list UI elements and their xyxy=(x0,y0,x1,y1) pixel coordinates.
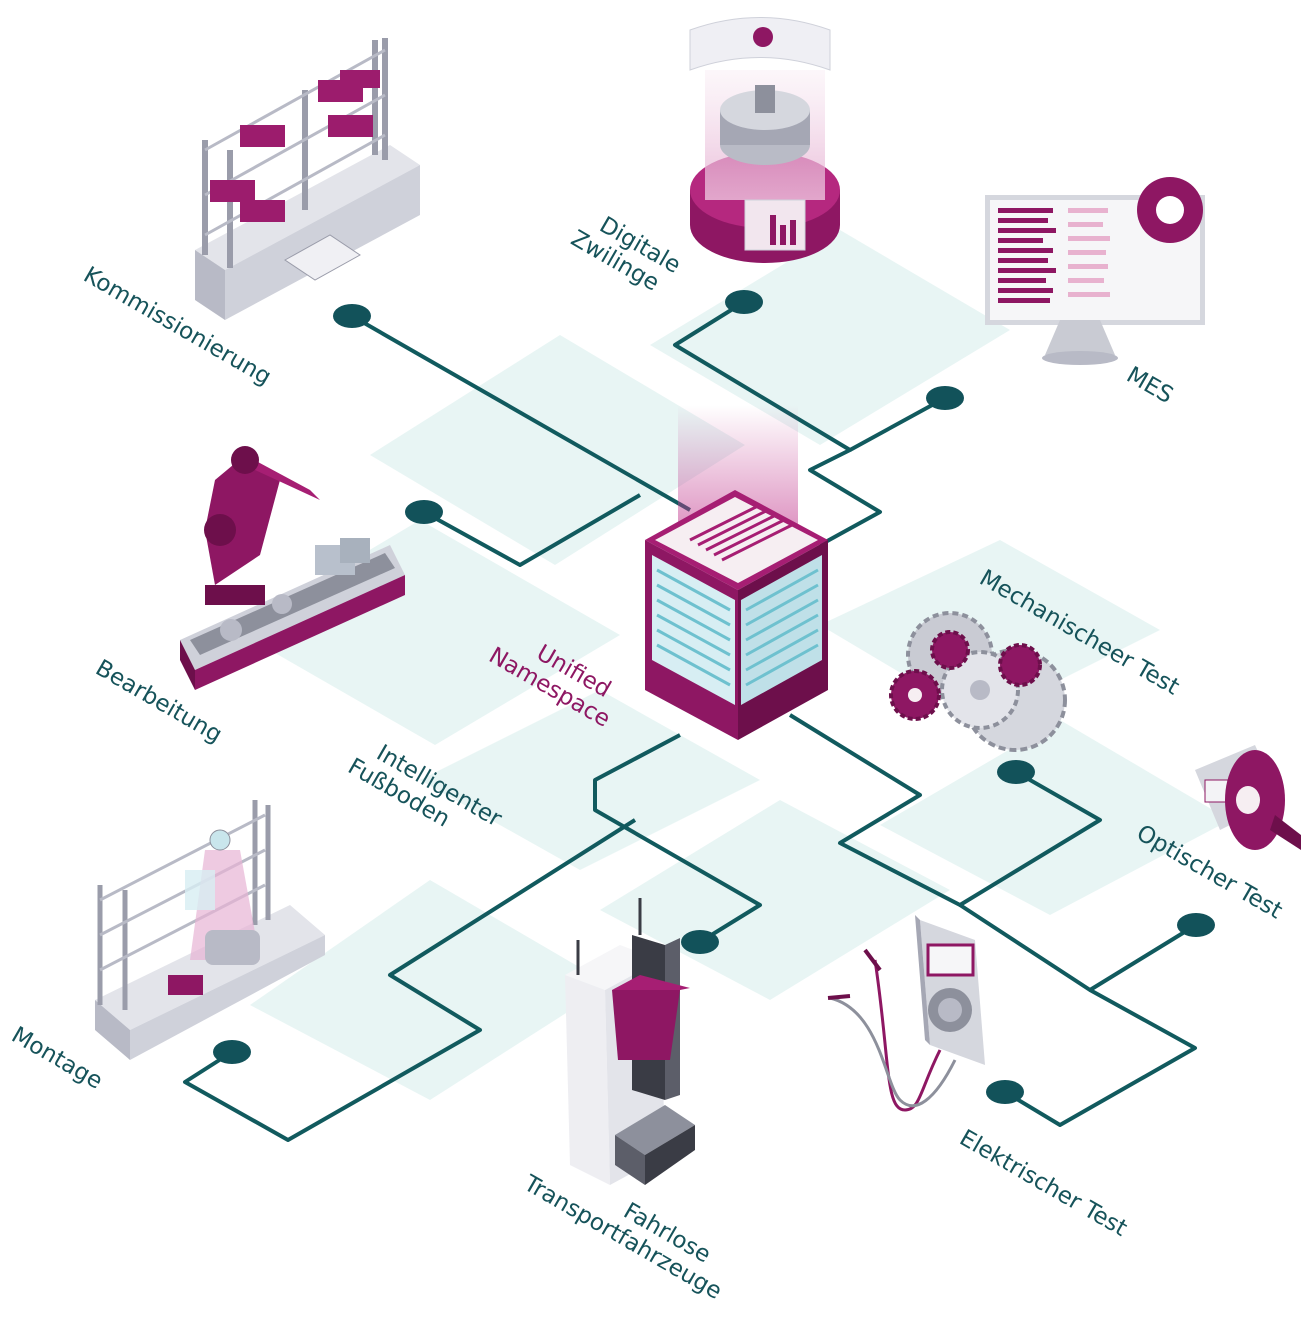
node-elektrisch xyxy=(1177,913,1215,937)
gears-icon xyxy=(889,611,1067,752)
link-kommissionierung xyxy=(351,314,691,512)
link-digitale xyxy=(673,300,882,547)
link-elektrisch-2 xyxy=(1003,988,1197,1127)
server-hub-icon xyxy=(645,405,828,740)
node-kommissionierung xyxy=(333,304,371,328)
node-optisch xyxy=(997,760,1035,784)
node-montage xyxy=(213,1040,251,1064)
link-elektrisch xyxy=(958,903,1198,992)
link-montage xyxy=(183,818,637,1142)
link-mes xyxy=(849,396,946,452)
node-bearbeitung xyxy=(405,500,443,524)
node-fts xyxy=(681,930,719,954)
robot-arm-icon xyxy=(180,446,405,690)
mes-monitor-icon xyxy=(985,177,1205,365)
node-dots xyxy=(213,290,1215,1104)
node-elektrisch-2 xyxy=(986,1080,1024,1104)
shelf-picking-icon xyxy=(195,38,420,320)
node-digitale xyxy=(725,290,763,314)
link-optisch xyxy=(788,713,1102,907)
link-bearbeitung xyxy=(423,493,642,567)
multimeter-icon xyxy=(827,915,985,1112)
agv-icon xyxy=(565,898,695,1185)
link-fts xyxy=(593,733,762,944)
digital-twin-icon xyxy=(689,17,840,263)
connection-lines xyxy=(183,300,1198,1142)
optical-sensor-icon xyxy=(1195,745,1301,850)
node-mes xyxy=(926,386,964,410)
assembly-station-icon xyxy=(95,800,325,1060)
